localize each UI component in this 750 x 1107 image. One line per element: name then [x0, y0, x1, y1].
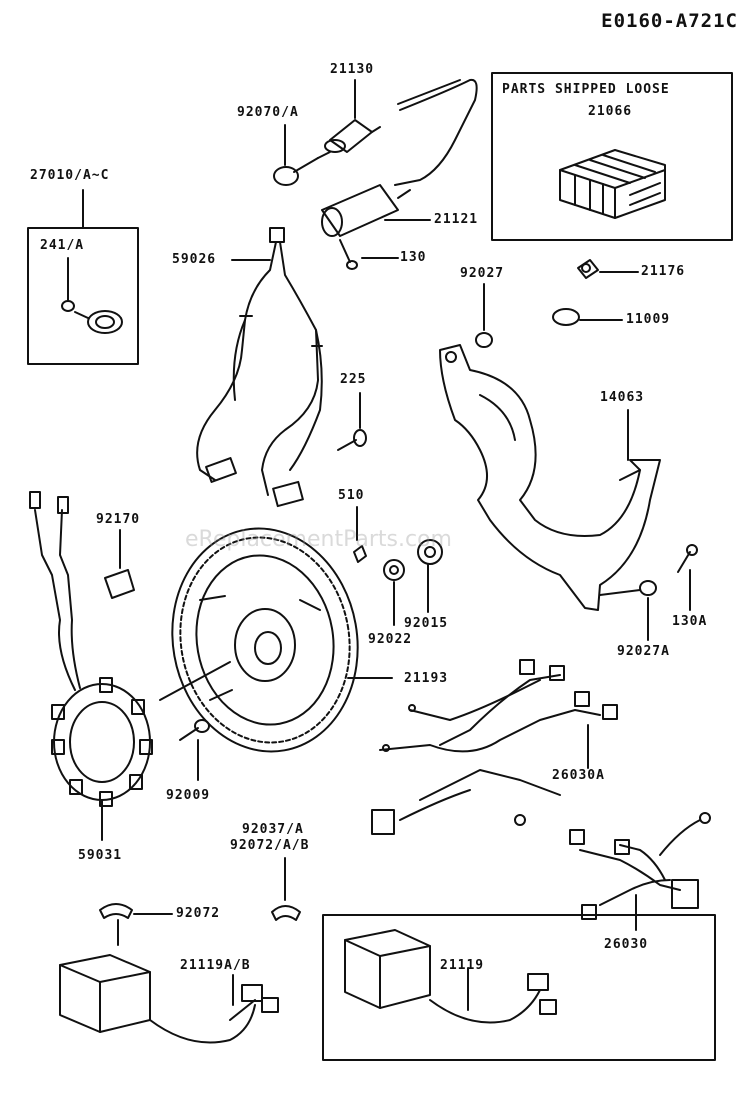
part-label-21130: 21130	[330, 62, 375, 77]
part-label-14063: 14063	[600, 390, 645, 405]
part-label-92072: 92072	[176, 906, 221, 921]
gasket-11009	[552, 308, 580, 326]
harness-26030	[569, 812, 711, 920]
regulator-21119-box	[322, 914, 716, 1061]
spark-plug-cap-21130	[324, 119, 381, 153]
part-label-21176: 21176	[641, 264, 686, 279]
part-label-11009: 11009	[626, 312, 671, 327]
harness-26030A	[371, 659, 618, 835]
part-label-241A: 241/A	[40, 238, 85, 253]
key-510	[353, 545, 367, 563]
part-label-92072AB: 92072/A/B	[230, 838, 310, 853]
flywheel-21193	[171, 527, 359, 753]
clamp-92037	[271, 905, 301, 921]
watermark: eReplacementParts.com	[185, 527, 452, 552]
part-label-130A: 130A	[672, 614, 708, 629]
washer-92022	[383, 559, 405, 581]
bolt-92009	[179, 719, 210, 741]
diagram-code: E0160-A721C	[601, 10, 738, 32]
nut-92015	[417, 539, 443, 565]
part-label-92022: 92022	[368, 632, 413, 647]
harness-59026	[196, 227, 323, 508]
ignition-coil-21121	[321, 184, 411, 237]
spark-plug-92070	[273, 151, 331, 186]
part-label-59026: 59026	[172, 252, 217, 267]
regulator-21119	[344, 929, 557, 1024]
switch-241A	[61, 300, 123, 334]
bolt-130A	[677, 544, 698, 573]
regulator-21066	[559, 149, 666, 219]
part-21176	[577, 259, 599, 279]
part-label-92027A: 92027A	[617, 644, 670, 659]
collar-92027	[475, 332, 493, 348]
part-label-21066: 21066	[588, 104, 633, 119]
part-label-21193: 21193	[404, 671, 449, 686]
ht-lead	[394, 78, 478, 186]
part-label-26030A: 26030A	[552, 768, 605, 783]
clamp-92170	[104, 569, 135, 599]
part-label-26030: 26030	[604, 937, 649, 952]
part-label-510: 510	[338, 488, 365, 503]
part-label-92009: 92009	[166, 788, 211, 803]
stator-59031	[29, 491, 153, 807]
part-label-225: 225	[340, 372, 367, 387]
part-label-92037A: 92037/A	[242, 822, 304, 837]
clamp-92072	[99, 903, 133, 919]
parts-shipped-loose-box	[491, 72, 733, 241]
regulator-21119AB	[59, 954, 279, 1044]
collar-92027A	[639, 580, 657, 596]
parts-shipped-loose-title: PARTS SHIPPED LOOSE	[502, 82, 670, 97]
part-label-27010: 27010/A~C	[30, 168, 110, 183]
bolt-130	[339, 239, 358, 270]
part-label-59031: 59031	[78, 848, 123, 863]
part-label-92070A: 92070/A	[237, 105, 299, 120]
part-label-21119AB: 21119A/B	[180, 958, 251, 973]
part-label-92027: 92027	[460, 266, 505, 281]
part-label-92170: 92170	[96, 512, 141, 527]
screw-225	[337, 429, 367, 451]
cover-14063	[439, 344, 661, 611]
part-label-21119: 21119	[440, 958, 485, 973]
part-label-130: 130	[400, 250, 427, 265]
part-label-21121: 21121	[434, 212, 479, 227]
part-label-92015: 92015	[404, 616, 449, 631]
